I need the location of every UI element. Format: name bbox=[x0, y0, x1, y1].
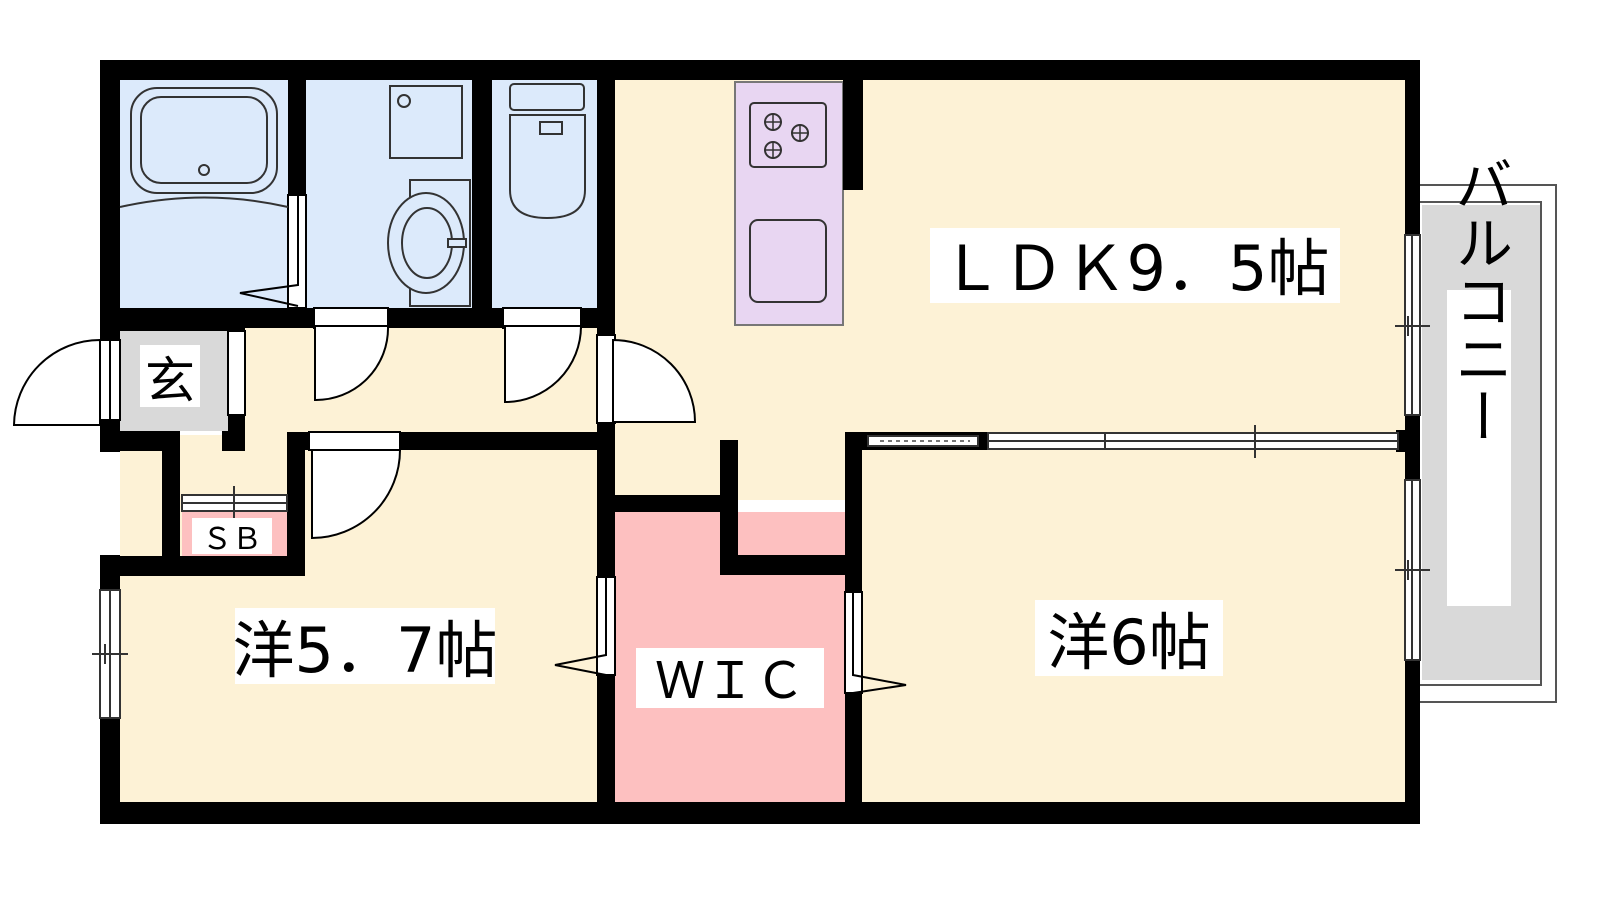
wic-door-b bbox=[852, 592, 907, 694]
western-a-door bbox=[311, 449, 402, 540]
labels: ＬＤＫ9．5帖 洋5．7帖 洋6帖 ＷＩＣ 玄 ＳＢ バルコニー bbox=[140, 155, 1513, 710]
wall-wic-right-bottom bbox=[845, 693, 862, 824]
kitchen-sink bbox=[749, 219, 827, 303]
room-label-ldk: ＬＤＫ9．5帖 bbox=[941, 232, 1330, 305]
ldk-door bbox=[612, 338, 697, 423]
wall-left-top bbox=[100, 60, 120, 340]
wall-bath-wash bbox=[288, 80, 306, 195]
wall-hall-bottom bbox=[287, 432, 309, 450]
wall-wic-right-top bbox=[845, 432, 862, 592]
wall-wic-step bbox=[720, 555, 862, 575]
toilet-door bbox=[504, 325, 583, 404]
wall-entrance-bottom bbox=[100, 431, 180, 451]
wall-corridor-right bbox=[287, 432, 305, 576]
wall-bottom bbox=[100, 802, 1420, 824]
wall-entrance-right bbox=[228, 326, 245, 331]
stove bbox=[749, 102, 827, 168]
wall-entrance-top bbox=[100, 326, 245, 331]
wall-sb-left bbox=[162, 450, 180, 575]
wall-entrance-bottom-right bbox=[222, 431, 245, 451]
wall-wic-post bbox=[720, 440, 738, 575]
toilet-tank bbox=[509, 83, 585, 111]
room-label-wic: ＷＩＣ bbox=[655, 652, 805, 710]
wall-left-bottom bbox=[100, 718, 120, 824]
wall-hall-bottom-right bbox=[400, 432, 615, 450]
washroom-door bbox=[314, 325, 390, 402]
room-label-balcony: バルコニー bbox=[1445, 155, 1513, 445]
wall-western-b-top-right bbox=[1396, 430, 1420, 452]
balcony-outline bbox=[1420, 184, 1557, 703]
room-label-entrance: 玄 bbox=[145, 352, 195, 410]
room-label-western-a: 洋5．7帖 bbox=[233, 614, 498, 687]
wall-sb-bottom bbox=[100, 556, 305, 576]
windows bbox=[92, 234, 1430, 719]
toilet-bowl bbox=[509, 114, 586, 220]
wic-door-a bbox=[554, 577, 607, 676]
entry-door bbox=[12, 338, 101, 426]
doors bbox=[12, 194, 907, 694]
fixtures bbox=[119, 83, 827, 307]
wall-wic-top bbox=[597, 495, 737, 512]
bath-folding-door bbox=[239, 195, 299, 307]
wall-western-a-right-bottom bbox=[597, 675, 615, 824]
wall-right-bottom bbox=[1405, 660, 1420, 824]
room-label-shoe-box: ＳＢ bbox=[202, 522, 262, 557]
wall-wash-toilet bbox=[472, 80, 492, 310]
sliding-door-ldk bbox=[867, 425, 1399, 458]
wall-kitchen bbox=[843, 80, 863, 190]
wall-right-top bbox=[1405, 60, 1420, 235]
wall-toilet-ldk bbox=[597, 80, 615, 335]
room-label-western-b: 洋6帖 bbox=[1047, 606, 1210, 679]
wall-top bbox=[100, 60, 1420, 80]
